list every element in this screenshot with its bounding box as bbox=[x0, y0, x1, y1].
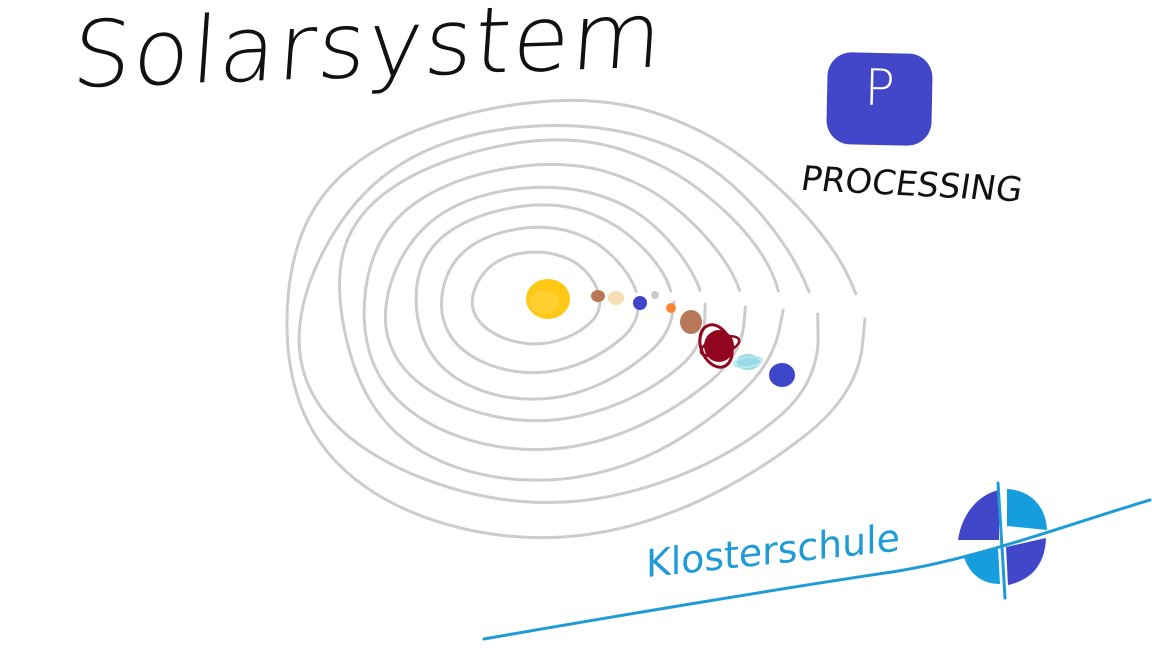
school-logo-quadrant-top-left bbox=[958, 490, 999, 540]
orbit-path bbox=[297, 123, 820, 505]
sun-layer bbox=[526, 279, 570, 319]
orbit-path bbox=[414, 203, 676, 401]
school-logo-quadrant-bottom-left bbox=[964, 548, 1000, 584]
moon-planet bbox=[651, 291, 659, 299]
school-logo-quadrant-bottom-right bbox=[1006, 538, 1046, 585]
school-vertical-line bbox=[996, 481, 1007, 600]
school-decoration-lines bbox=[482, 481, 1152, 641]
orbit-path bbox=[440, 225, 641, 375]
school-logo-quadrant-top-right bbox=[1007, 489, 1047, 530]
orbit-path bbox=[362, 162, 747, 452]
neptune-planet bbox=[769, 363, 795, 387]
sun-highlight bbox=[529, 290, 559, 314]
orbit-path bbox=[285, 98, 867, 540]
mercury-planet bbox=[591, 290, 605, 302]
orbit-path bbox=[470, 250, 602, 346]
saturn-planet bbox=[704, 330, 734, 362]
uranus-ring bbox=[733, 355, 763, 369]
mars-planet bbox=[666, 303, 676, 313]
jupiter-planet bbox=[680, 310, 702, 334]
orbit-lines bbox=[285, 98, 867, 540]
planet-layer bbox=[591, 290, 795, 387]
venus-planet bbox=[608, 291, 624, 305]
earth-planet bbox=[633, 296, 647, 310]
school-logo bbox=[958, 489, 1047, 585]
saturn-ring-outline bbox=[699, 334, 741, 358]
school-underline bbox=[482, 498, 1152, 641]
orbit-path bbox=[337, 138, 785, 482]
orbit-path bbox=[383, 185, 707, 423]
